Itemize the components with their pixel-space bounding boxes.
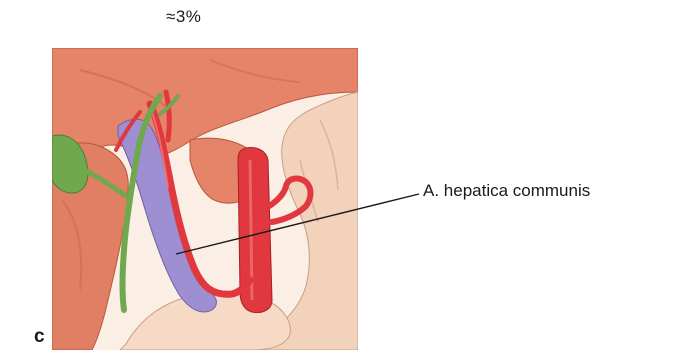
- panel-letter: c: [34, 326, 45, 348]
- label-hepatic-artery: A. hepatica communis: [423, 181, 590, 201]
